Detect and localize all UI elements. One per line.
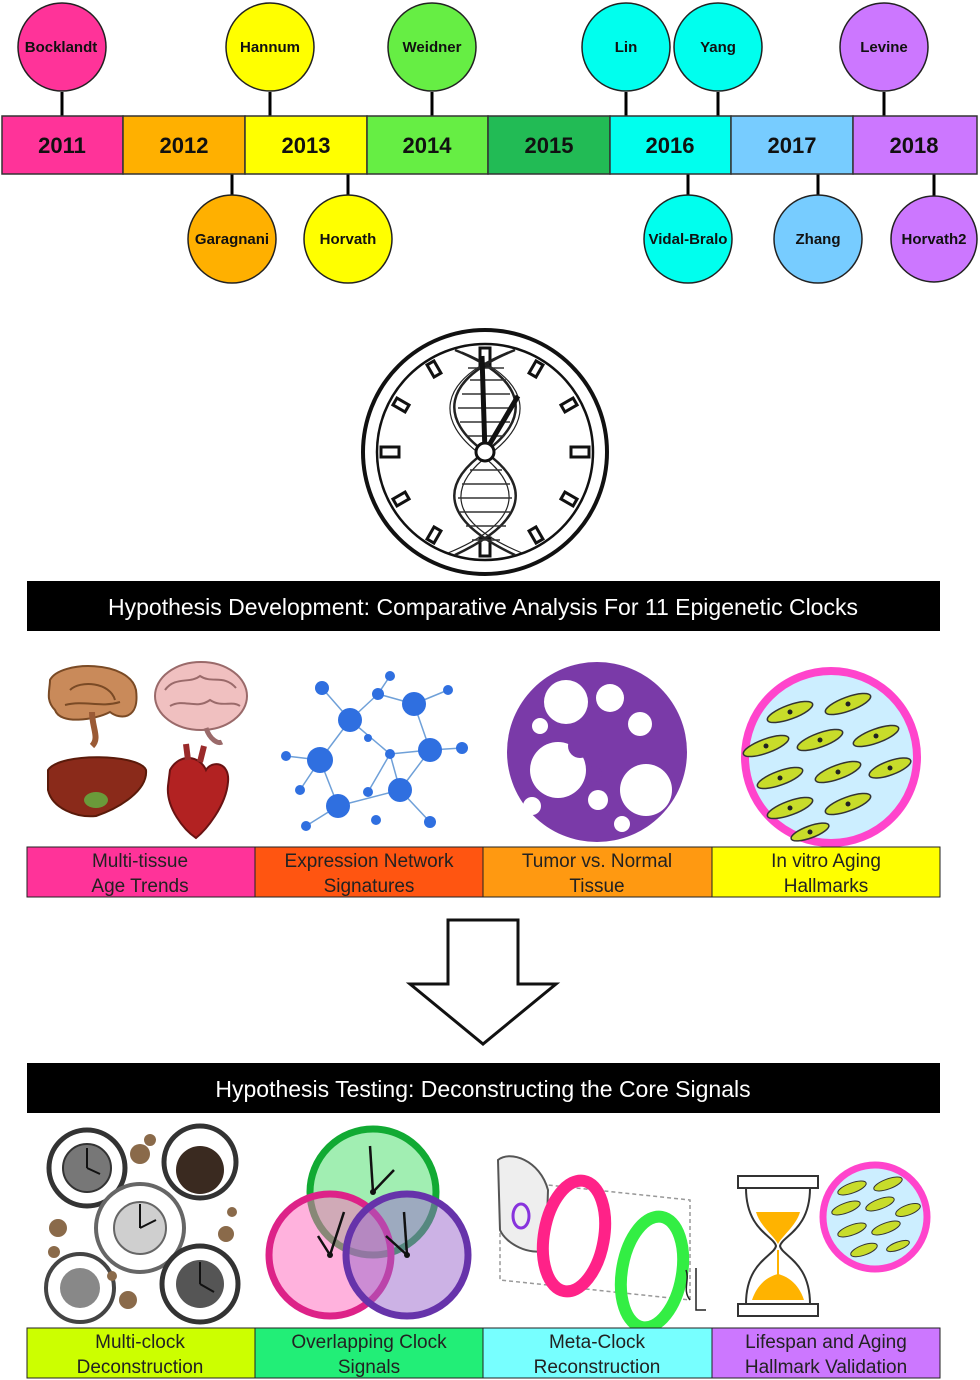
svg-text:Reconstruction: Reconstruction (534, 1357, 661, 1378)
testing-section: Hypothesis Testing: Deconstructing the C… (26, 1063, 941, 1379)
svg-text:Zhang: Zhang (796, 231, 841, 248)
year-segment-2014 (366, 115, 489, 175)
testing-label-meta-clock: Meta-Clock Reconstruction (482, 1327, 713, 1379)
testing-title-bar (27, 1063, 940, 1113)
year-segment-2015 (487, 115, 611, 175)
svg-text:Signatures: Signatures (324, 876, 415, 897)
testing-label-overlapping: Overlapping Clock Signals (254, 1327, 484, 1379)
dna-clock-icon (361, 328, 609, 576)
overlapping-clocks-icon (265, 1125, 472, 1320)
clock-bubble-weidner: Weidner (387, 2, 477, 92)
svg-text:Hallmarks: Hallmarks (784, 876, 868, 897)
multi-clock-icon (44, 1123, 241, 1325)
clock-bubble-horvath: Horvath (303, 194, 393, 284)
timeline: 2011 2012 2013 2014 2015 2016 2017 2018 … (1, 2, 978, 284)
svg-text:Weidner: Weidner (403, 39, 462, 56)
down-arrow-icon (405, 918, 561, 1046)
clock-bubble-zhang: Zhang (773, 194, 863, 284)
svg-text:Tumor vs. Normal: Tumor vs. Normal (522, 851, 672, 872)
year-segment-2017 (730, 115, 854, 175)
hourglass-icon (737, 1175, 819, 1317)
clock-bubble-hannum: Hannum (225, 2, 315, 92)
svg-text:Signals: Signals (338, 1357, 400, 1378)
year-segment-2012 (122, 115, 246, 175)
testing-title: Hypothesis Testing: Deconstructing the C… (215, 1076, 750, 1102)
year-label-2013: 2013 (282, 133, 331, 158)
expression-network-icon (281, 671, 468, 831)
development-label-tumor: Tumor vs. Normal Tissue (482, 846, 713, 898)
svg-text:Expression Network: Expression Network (285, 851, 454, 872)
development-label-in-vitro: In vitro Aging Hallmarks (711, 846, 941, 898)
year-segment-2016 (609, 115, 732, 175)
svg-text:Lifespan and Aging: Lifespan and Aging (745, 1332, 907, 1353)
clock-bubble-levine: Levine (839, 2, 929, 92)
clock-bubble-horvath2: Horvath2 (890, 195, 978, 283)
clock-bubble-bocklandt: Bocklandt (17, 2, 107, 92)
testing-label-multi-clock: Multi-clock Deconstruction (26, 1327, 256, 1379)
svg-text:Tissue: Tissue (569, 876, 624, 897)
svg-text:Yang: Yang (700, 39, 736, 56)
clock-bubble-yang: Yang (673, 2, 763, 92)
year-label-2018: 2018 (890, 133, 939, 158)
svg-text:Bocklandt: Bocklandt (25, 39, 98, 56)
meta-clock-machine-icon (496, 1155, 706, 1334)
development-title: Hypothesis Development: Comparative Anal… (108, 594, 858, 620)
development-section: Hypothesis Development: Comparative Anal… (26, 581, 941, 898)
clock-bubble-garagnani: Garagnani (187, 194, 277, 284)
svg-text:Levine: Levine (860, 39, 908, 56)
year-label-2016: 2016 (646, 133, 695, 158)
year-label-2015: 2015 (525, 133, 574, 158)
svg-text:Multi-tissue: Multi-tissue (92, 851, 188, 872)
timeline-bar: 2011 2012 2013 2014 2015 2016 2017 2018 (1, 115, 978, 175)
svg-text:Hallmark Validation: Hallmark Validation (745, 1357, 907, 1378)
tumor-cell-icon (507, 662, 687, 842)
svg-text:In vitro Aging: In vitro Aging (771, 851, 881, 872)
cell-culture-dish-icon (741, 667, 921, 847)
year-segment-2018 (852, 115, 978, 175)
svg-text:Lin: Lin (615, 39, 638, 56)
year-label-2017: 2017 (768, 133, 817, 158)
development-label-multi-tissue: Multi-tissue Age Trends (26, 846, 256, 898)
organs-icon (47, 661, 248, 840)
svg-text:Meta-Clock: Meta-Clock (549, 1332, 646, 1353)
development-label-expression-network: Expression Network Signatures (254, 846, 484, 898)
development-title-bar (27, 581, 940, 631)
svg-text:Horvath: Horvath (320, 231, 377, 248)
svg-text:Hannum: Hannum (240, 39, 300, 56)
year-segment-2011 (1, 115, 124, 175)
testing-label-lifespan: Lifespan and Aging Hallmark Validation (711, 1327, 941, 1379)
svg-text:Horvath2: Horvath2 (901, 231, 966, 248)
svg-text:Garagnani: Garagnani (195, 231, 269, 248)
clock-bubble-vidal-bralo: Vidal-Bralo (643, 194, 733, 284)
svg-text:Age Trends: Age Trends (91, 876, 188, 897)
year-label-2014: 2014 (403, 133, 453, 158)
cell-culture-dish-small-icon (819, 1161, 931, 1273)
year-label-2012: 2012 (160, 133, 209, 158)
clock-bubble-lin: Lin (581, 2, 671, 92)
year-label-2011: 2011 (38, 133, 86, 158)
svg-text:Overlapping Clock: Overlapping Clock (291, 1332, 447, 1353)
svg-text:Multi-clock: Multi-clock (95, 1332, 185, 1353)
svg-text:Deconstruction: Deconstruction (77, 1357, 204, 1378)
svg-text:Vidal-Bralo: Vidal-Bralo (649, 231, 728, 248)
